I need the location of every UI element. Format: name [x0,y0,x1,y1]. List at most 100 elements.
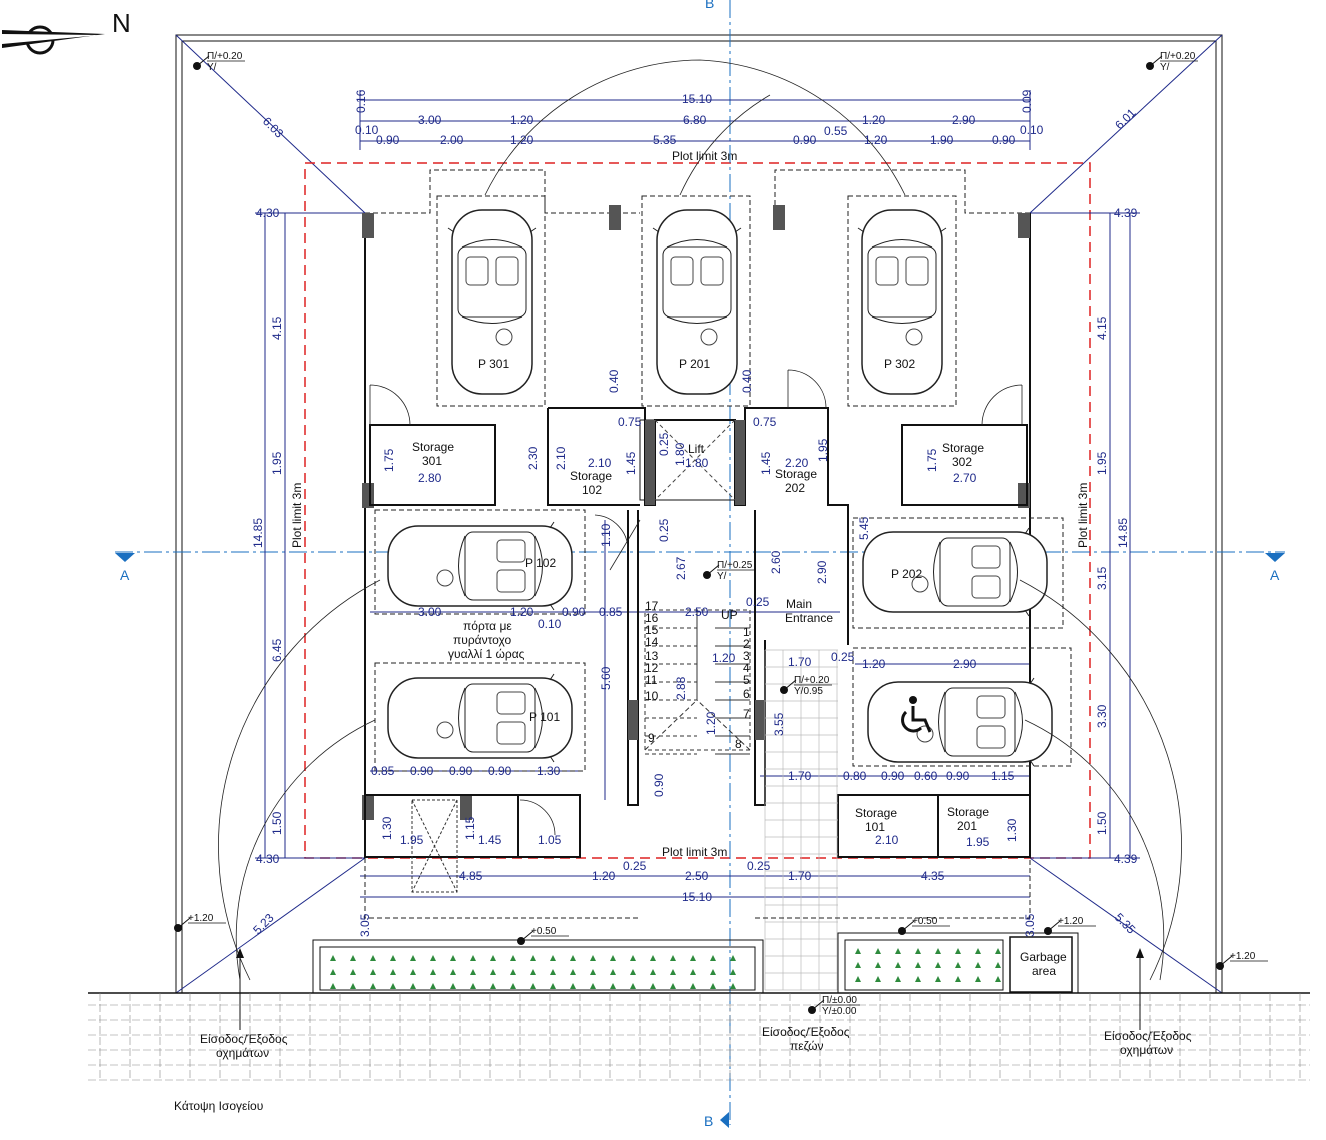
dimension-label: 2.88 [674,676,688,700]
level-value: +0.50 [912,916,938,927]
dimension-label: 2.30 [526,446,540,470]
dimension-label: 15.10 [682,92,712,106]
dimension-label: 2.70 [953,471,977,485]
plot-limit-label-bottom: Plot limit 3m [662,845,727,859]
shrub-icon [430,969,436,975]
dimension-label: 1.05 [538,833,562,847]
shrub-icon [590,955,596,961]
north-arrow-icon [2,25,105,55]
dimension-label: 1.70 [788,869,812,883]
dimension-label: 0.25 [623,859,647,873]
shrub-icon [550,983,556,989]
parking-p201-label: P 201 [679,357,710,371]
dimension-label: 5.35 [653,133,677,147]
storage-101-label: Storage [855,806,897,820]
level-value: Π/+0.20 [1160,51,1196,62]
dimension-label: 1.20 [510,605,534,619]
dimension-label: 1.15 [463,816,477,840]
shrub-icon [530,983,536,989]
vehicle-entrance-left-label: Είσοδος/Έξοδος [200,1032,288,1046]
dimension-label: 0.25 [657,518,671,542]
front-area [88,858,1310,1081]
shrub-icon [670,969,676,975]
shrub-icon [370,955,376,961]
shrub-icon [490,983,496,989]
dimension-label: 2.90 [953,657,977,671]
dimension-label: 4.15 [1095,316,1109,340]
level-value: Υ/ [1160,62,1170,73]
garbage-area-label-2: area [1032,964,1056,978]
dimension-label: 0.10 [355,123,379,137]
accessible-parking-icon [901,696,932,733]
shrub-icon [490,969,496,975]
shrub-icon [855,976,861,982]
shrub-icon [935,976,941,982]
dimension-label: 1.70 [788,769,812,783]
level-value: Π/+0.20 [207,51,243,62]
dimension-label: 1.70 [788,655,812,669]
dimension-label: 0.90 [376,133,400,147]
car-icon [867,677,1053,767]
dimension-label: 0.75 [753,415,777,429]
storage-202-label: Storage [775,467,817,481]
shrub-icon [570,983,576,989]
shrub-icon [855,962,861,968]
stair-step-number: 13 [645,649,659,663]
shrub-icon [710,969,716,975]
shrub-icon [955,976,961,982]
dimension-label: 0.90 [488,764,512,778]
shrub-icon [610,969,616,975]
cars [387,209,1053,767]
dimension-label: 0.09 [1020,89,1034,113]
shrub-icon [410,969,416,975]
shrub-icon [510,969,516,975]
dimension-label: 1.20 [704,711,718,735]
stair-step-number: 9 [648,731,655,745]
setback-diagonals [175,34,1223,994]
shrub-icon [330,955,336,961]
section-a-right-label: A [1270,567,1280,583]
dimension-label: 2.00 [440,133,464,147]
parking-p202-label: P 202 [891,567,922,581]
stair-step-number: 6 [743,687,750,701]
vehicle-entrance-left-label-2: οχημάτων [216,1046,269,1060]
level-value: Υ/±0.00 [822,1006,857,1017]
shrub-icon [935,962,941,968]
dimension-label: 3.00 [418,113,442,127]
dimension-label: 1.30 [1005,818,1019,842]
shrub-icon [915,948,921,954]
shrub-icon [975,962,981,968]
shrub-icon [995,976,1001,982]
dimension-label: 6.01 [1112,105,1139,132]
dimension-label: 6.45 [270,638,284,662]
dimension-label: 14.85 [251,518,265,548]
shrub-icon [875,976,881,982]
shrub-icon [590,983,596,989]
shrub-icon [570,955,576,961]
shrub-icon [470,983,476,989]
storage-201-number: 201 [957,819,977,833]
dimension-label: 0.90 [946,769,970,783]
dimension-label: 0.90 [992,133,1016,147]
shrub-icon [350,969,356,975]
storage-302-label: Storage [942,441,984,455]
stair-step-number: 16 [645,611,659,625]
dimension-label: 2.60 [769,550,783,574]
vehicle-entrance-right-label: Είσοδος/Έξοδος [1104,1029,1192,1043]
dimension-label: 5.45 [857,516,871,540]
dimension-label: 4.39 [1114,206,1138,220]
shrub-icon [550,969,556,975]
shrub-icon [690,969,696,975]
dimension-label: 3.30 [1095,704,1109,728]
shrub-icon [530,969,536,975]
level-value: +1.20 [188,913,214,924]
dimension-label: 0.90 [793,133,817,147]
dimension-label: 0.25 [747,859,771,873]
dimension-label: 1.50 [1095,811,1109,835]
door-note-line-1: πόρτα με [463,619,512,633]
shrub-icon [430,983,436,989]
shrub-icon [955,962,961,968]
dimension-label: 3.00 [418,605,442,619]
dimension-label: 2.20 [785,456,809,470]
dimension-label: 3.55 [772,712,786,736]
